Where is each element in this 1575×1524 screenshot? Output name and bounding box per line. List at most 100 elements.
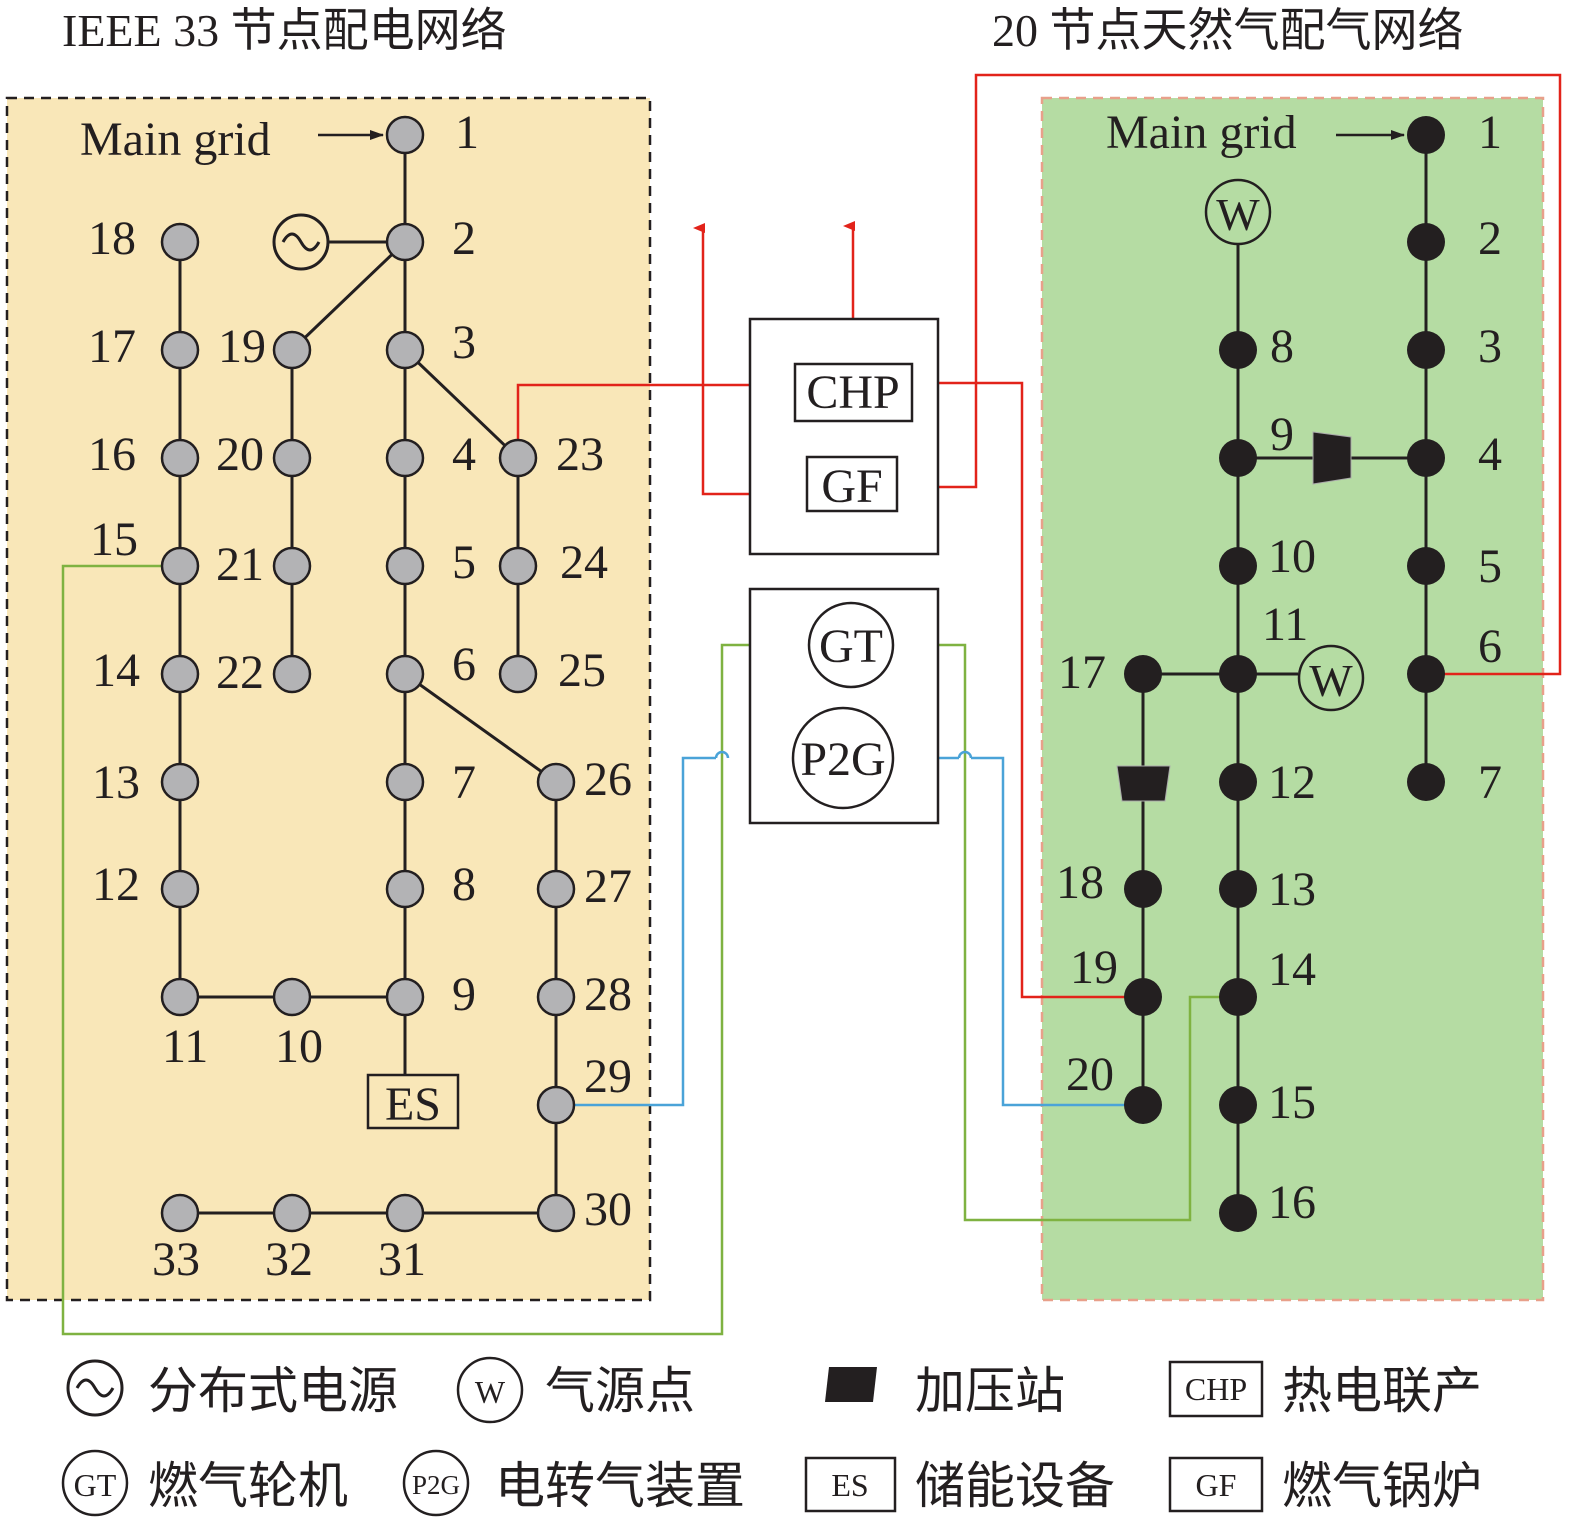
p2g-power-line bbox=[556, 756, 716, 1107]
es-box bbox=[366, 1073, 460, 1130]
power-node-label: 8 bbox=[452, 858, 476, 911]
gas-node: 7 bbox=[1407, 756, 1502, 809]
power-bus-node: 9 bbox=[385, 968, 476, 1021]
gas-network-title: 20 节点天然气配气网络 bbox=[992, 5, 1464, 56]
power-bus-node: 24 bbox=[498, 536, 608, 589]
gas-source-w-node11: W bbox=[1297, 644, 1365, 712]
power-node-label: 14 bbox=[92, 644, 140, 697]
power-bus-node: 16 bbox=[88, 428, 200, 481]
gas-node: 4 bbox=[1407, 428, 1502, 481]
power-bus-node: 29 bbox=[536, 1050, 632, 1125]
gf-box-icon bbox=[1168, 1456, 1264, 1513]
power-bus-node: 2 bbox=[385, 212, 476, 265]
gas-node: 13 bbox=[1219, 863, 1316, 916]
power-node-label: 31 bbox=[378, 1233, 426, 1286]
gas-node: 11 bbox=[1219, 598, 1308, 693]
es-box-icon bbox=[804, 1456, 897, 1513]
p2g-gas-line bbox=[971, 756, 1143, 1107]
power-node-label: 15 bbox=[90, 513, 138, 566]
power-node-label: 10 bbox=[275, 1020, 323, 1073]
compressor-icon bbox=[1116, 765, 1171, 802]
gas-node: 3 bbox=[1407, 320, 1502, 373]
power-node-label: 12 bbox=[92, 858, 140, 911]
svg-text:ES: ES bbox=[831, 1467, 868, 1503]
gas-node: 16 bbox=[1219, 1176, 1316, 1232]
p2g-circle bbox=[791, 706, 895, 810]
gas-node-label: 7 bbox=[1478, 756, 1502, 809]
legend-label: 燃气轮机 bbox=[148, 1458, 348, 1514]
power-node-label: 6 bbox=[452, 638, 476, 691]
power-bus-node: 30 bbox=[536, 1183, 632, 1236]
gas-node-label: 4 bbox=[1478, 428, 1502, 481]
gas-node-label: 9 bbox=[1270, 408, 1294, 461]
gas-node: 19 bbox=[1070, 941, 1162, 1016]
p2g-circle-icon: P2G bbox=[402, 1449, 470, 1517]
power-node-label: 3 bbox=[452, 316, 476, 369]
power-node-label: 20 bbox=[216, 428, 264, 481]
legend-label: 电转气装置 bbox=[495, 1458, 745, 1514]
power-bus-node: 22 bbox=[216, 646, 312, 699]
gas-node: 15 bbox=[1219, 1076, 1316, 1129]
power-node-label: 13 bbox=[92, 756, 140, 809]
p2g-label: P2G bbox=[800, 733, 885, 786]
gas-node: 5 bbox=[1407, 540, 1502, 593]
power-bus-node: 7 bbox=[385, 756, 476, 809]
power-bus-node: 14 bbox=[92, 644, 200, 697]
power-node-label: 1 bbox=[455, 106, 479, 159]
ac-source-icon bbox=[272, 213, 330, 271]
power-network-title: IEEE 33 节点配电网络 bbox=[62, 5, 507, 56]
gas-node-label: 2 bbox=[1478, 212, 1502, 265]
gas-node: 18 bbox=[1056, 856, 1162, 909]
power-node-label: 24 bbox=[560, 536, 608, 589]
gas-main-grid-label: Main grid bbox=[1106, 106, 1297, 159]
gt-gas-line bbox=[893, 643, 1238, 1222]
power-bus-node: 15 bbox=[90, 513, 200, 586]
power-node-label: 29 bbox=[584, 1050, 632, 1103]
gas-node-label: 1 bbox=[1478, 106, 1502, 159]
compressor-icon bbox=[825, 1367, 877, 1402]
power-bus-node: 13 bbox=[92, 756, 200, 809]
power-bus-node: 33 bbox=[152, 1193, 200, 1286]
ac-source-icon bbox=[66, 1359, 124, 1417]
power-node-label: 22 bbox=[216, 646, 264, 699]
svg-text:CHP: CHP bbox=[1185, 1371, 1247, 1407]
gas-node-label: 8 bbox=[1270, 320, 1294, 373]
svg-text:P2G: P2G bbox=[412, 1470, 460, 1500]
power-node-label: 5 bbox=[452, 536, 476, 589]
power-node-label: 27 bbox=[584, 860, 632, 913]
svg-text:W: W bbox=[1309, 655, 1353, 706]
gas-node-label: 10 bbox=[1268, 530, 1316, 583]
legend-label: 加压站 bbox=[915, 1363, 1065, 1419]
power-bus-node: 10 bbox=[272, 977, 323, 1073]
power-bus-node: 4 bbox=[385, 428, 476, 481]
gf-box bbox=[805, 455, 899, 513]
chp-box bbox=[793, 362, 914, 423]
power-bus-node: 12 bbox=[92, 858, 200, 911]
power-node-label: 19 bbox=[218, 320, 266, 373]
svg-text:W: W bbox=[1216, 189, 1260, 240]
gas-node-label: 13 bbox=[1268, 863, 1316, 916]
power-node-label: 2 bbox=[452, 212, 476, 265]
compressor-icon bbox=[1312, 431, 1352, 485]
gas-node: 2 bbox=[1407, 212, 1502, 265]
legend-label: 热电联产 bbox=[1282, 1363, 1482, 1419]
gas-node-label: 11 bbox=[1262, 598, 1308, 651]
gas-node-label: 3 bbox=[1478, 320, 1502, 373]
gas-node-label: 19 bbox=[1070, 941, 1118, 994]
power-node-label: 33 bbox=[152, 1233, 200, 1286]
gas-source-icon: W bbox=[456, 1356, 524, 1424]
legend-label: 气源点 bbox=[545, 1363, 695, 1419]
gt-label: GT bbox=[819, 620, 883, 673]
gt-circle bbox=[807, 601, 895, 689]
gas-node: 9 bbox=[1219, 408, 1294, 477]
gas-node: 1 bbox=[1407, 106, 1502, 159]
gas-node: 12 bbox=[1219, 756, 1316, 809]
gas-node: 10 bbox=[1219, 530, 1316, 585]
gas-node-label: 16 bbox=[1268, 1176, 1316, 1229]
power-node-label: 18 bbox=[88, 212, 136, 265]
gas-node-label: 20 bbox=[1066, 1048, 1114, 1101]
gas-node-label: 14 bbox=[1268, 943, 1316, 996]
power-bus-node: 21 bbox=[216, 538, 312, 591]
power-bus-node: 31 bbox=[378, 1193, 426, 1286]
